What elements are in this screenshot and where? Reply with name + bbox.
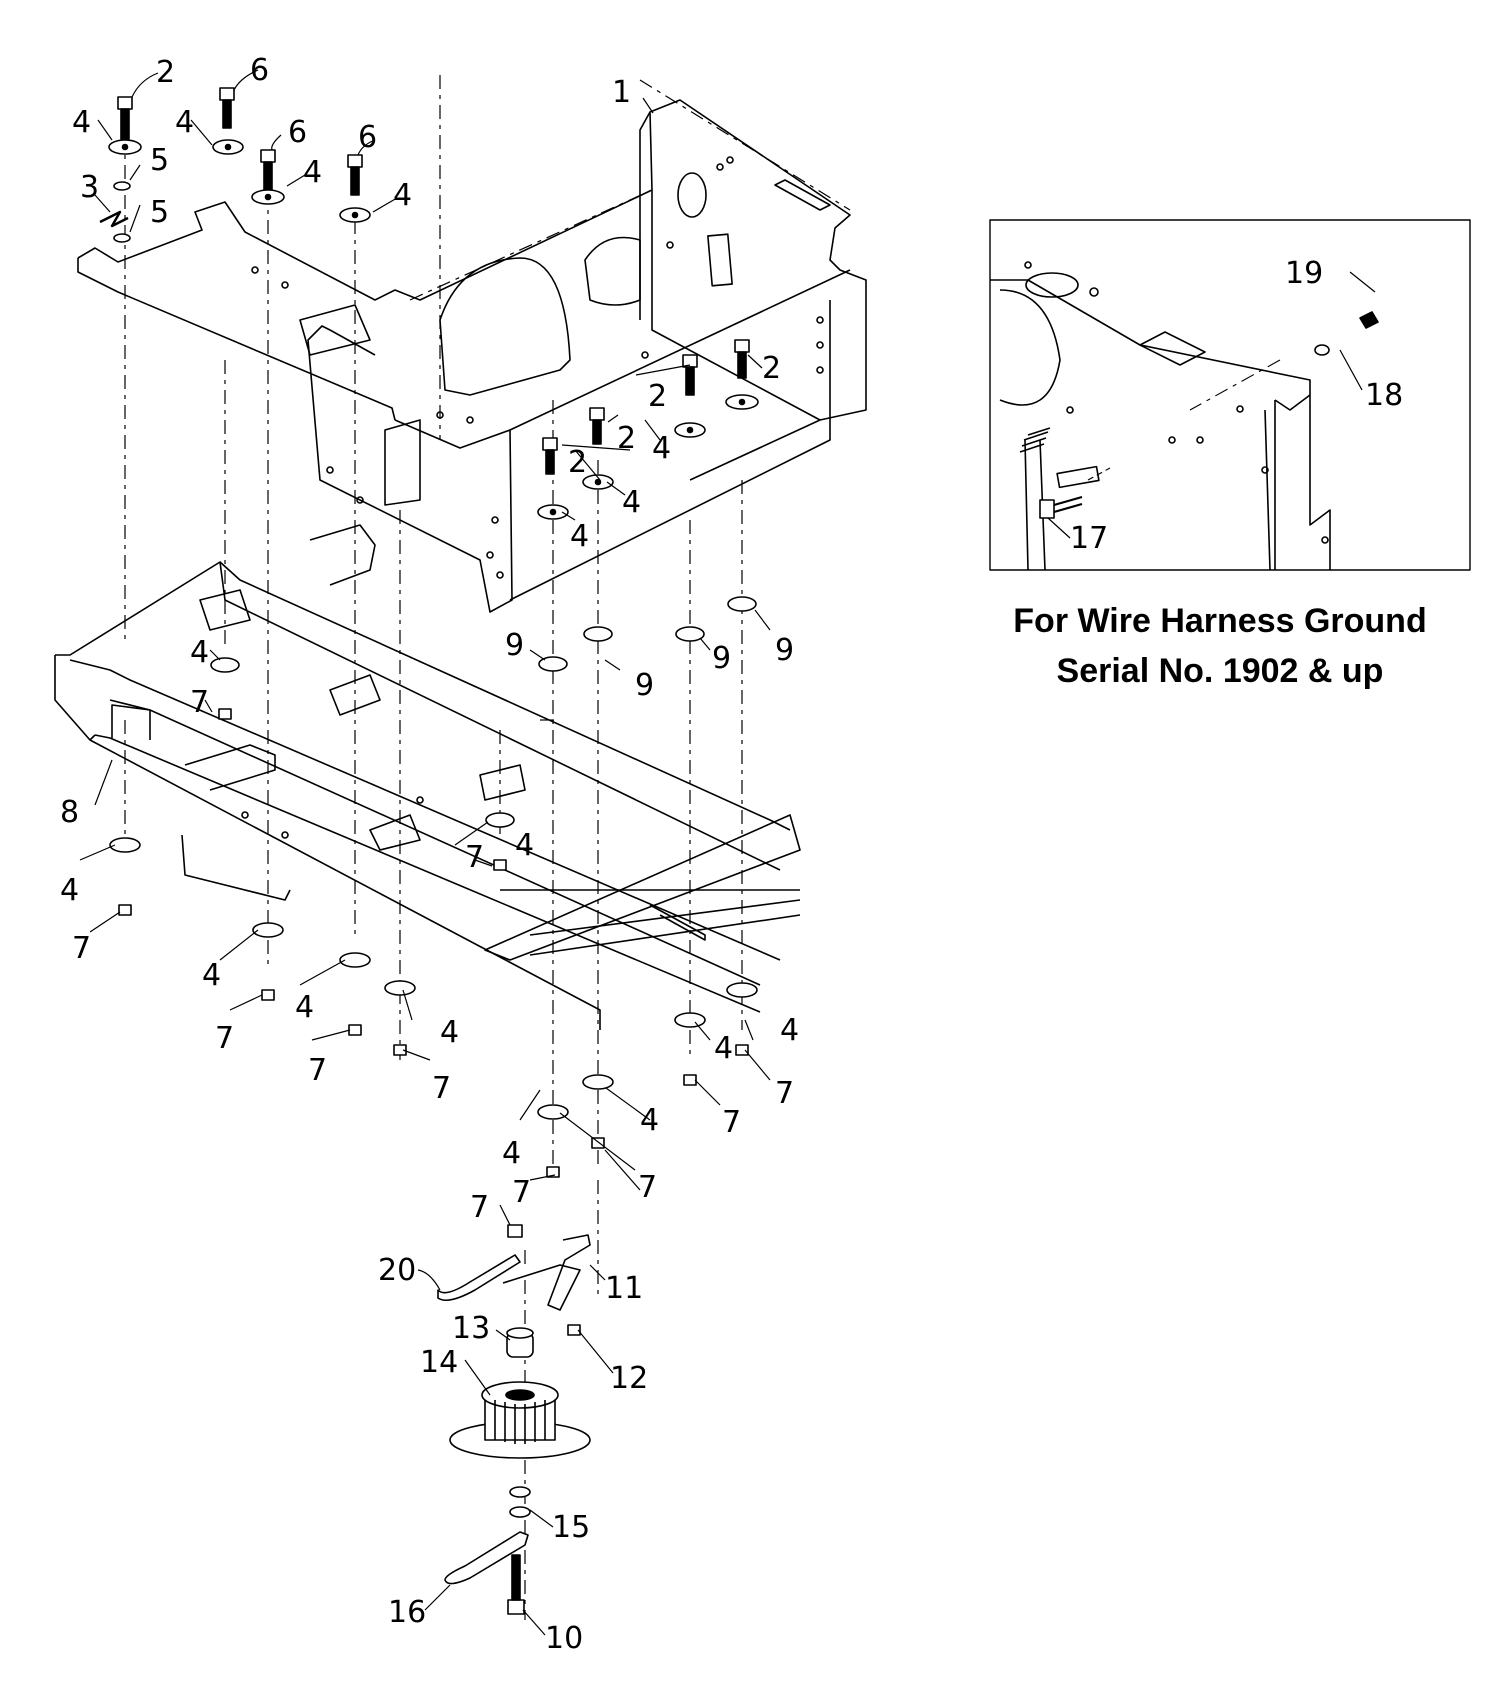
callout-4: 4 [502,1136,521,1171]
upper-frame [77,99,867,613]
callout-4: 4 [72,105,91,140]
callout-2: 2 [762,351,781,386]
callout-7: 7 [308,1053,327,1088]
callout-4: 4 [622,485,641,520]
callout-7: 7 [638,1170,657,1205]
callout-7: 7 [72,931,91,966]
callout-9: 9 [775,633,794,668]
callout-2: 2 [617,421,636,456]
callout-12: 12 [610,1361,648,1396]
callout-4: 4 [780,1013,799,1048]
callout-9: 9 [505,628,524,663]
caption-line-2: Serial No. 1902 & up [1056,652,1384,690]
callout-7: 7 [470,1190,489,1225]
callout-4: 4 [60,873,79,908]
callout-6: 6 [358,120,377,155]
callout-4: 4 [652,431,671,466]
callout-7: 7 [190,685,209,720]
callout-2: 2 [568,445,587,480]
callout-16: 16 [388,1595,426,1630]
callout-9: 9 [635,668,654,703]
lower-frame [54,524,801,1030]
callout-7: 7 [465,840,484,875]
callout-4: 4 [190,635,209,670]
callout-4: 4 [393,178,412,213]
callout-3: 3 [80,170,99,205]
callout-4: 4 [202,958,221,993]
inset-detail [989,219,1471,571]
callout-2: 2 [156,55,175,90]
callout-7: 7 [432,1071,451,1106]
callout-4: 4 [440,1015,459,1050]
callout-5: 5 [150,143,169,178]
callout-15: 15 [552,1510,590,1545]
callout-8: 8 [60,795,79,830]
callout-4: 4 [515,828,534,863]
callout-4: 4 [640,1103,659,1138]
callout-4: 4 [570,519,589,554]
bolt-icon [117,87,750,1615]
callout-2: 2 [648,379,667,414]
callout-9: 9 [712,641,731,676]
callout-4: 4 [714,1031,733,1066]
callout-7: 7 [775,1076,794,1111]
hardware [99,87,759,1615]
inset-caption: For Wire Harness Ground Serial No. 1902 … [960,596,1480,696]
callout-7: 7 [722,1105,741,1140]
callout-labels: 1 2 2 2 2 2 3 4 4 4 4 4 4 4 4 4 4 4 4 4 … [60,53,1403,1656]
callout-4: 4 [303,155,322,190]
leader-lines [79,69,1376,1636]
callout-7: 7 [215,1021,234,1056]
callout-4: 4 [175,105,194,140]
assembly-lines [124,75,851,1620]
callout-19: 19 [1285,256,1323,291]
callout-14: 14 [420,1345,458,1380]
callout-5: 5 [150,195,169,230]
callout-11: 11 [605,1271,643,1306]
callout-6: 6 [250,53,269,88]
callout-17: 17 [1070,521,1108,556]
washer-icon [108,139,759,1518]
callout-7: 7 [512,1175,531,1210]
callout-18: 18 [1365,378,1403,413]
callout-20: 20 [378,1253,416,1288]
callout-6: 6 [288,115,307,150]
callout-4: 4 [295,990,314,1025]
nut-icon [118,708,749,1336]
callout-10: 10 [545,1621,583,1656]
callout-1: 1 [612,75,631,110]
caption-line-1: For Wire Harness Ground [1013,602,1427,640]
callout-13: 13 [452,1311,490,1346]
